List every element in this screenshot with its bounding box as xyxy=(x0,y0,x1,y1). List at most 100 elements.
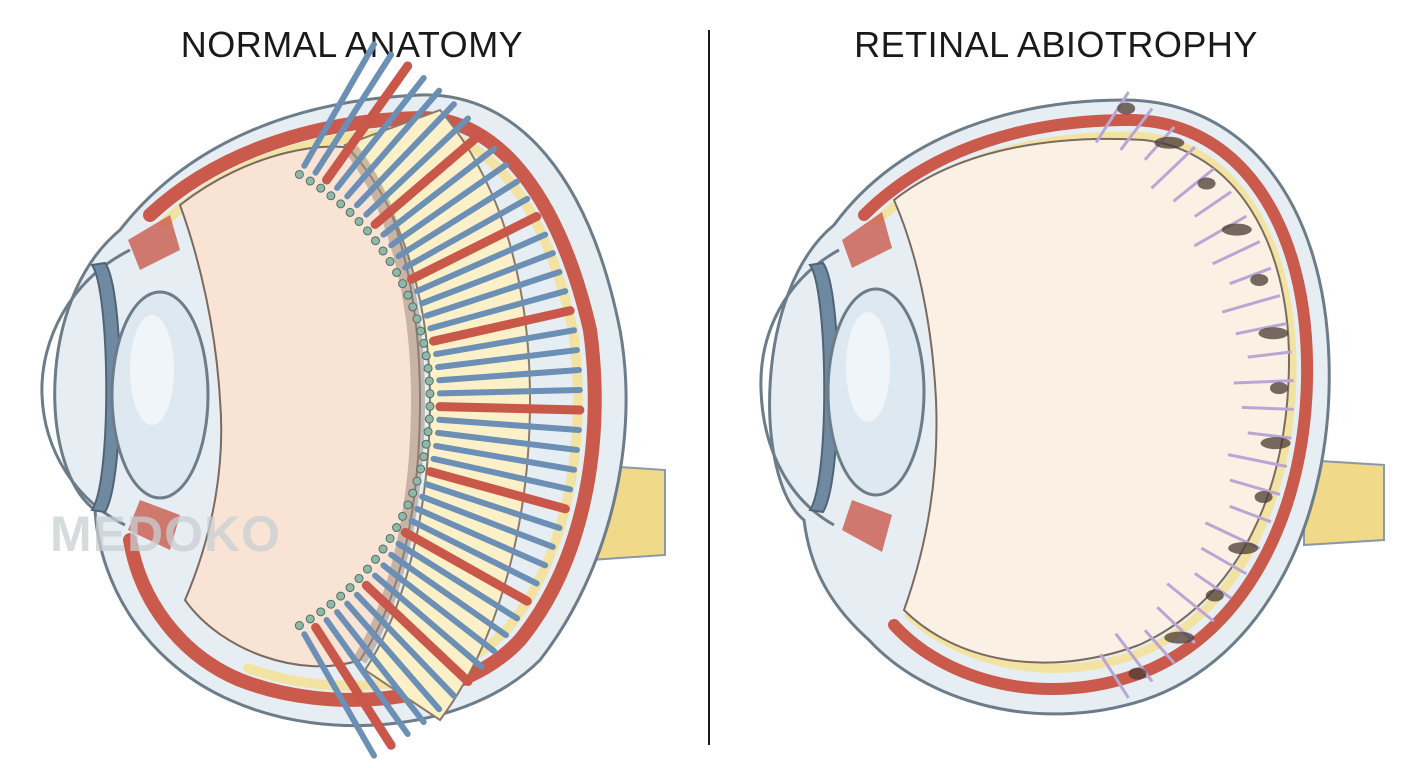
rod-cell xyxy=(427,288,569,332)
degenerate-cell xyxy=(1212,240,1261,266)
panel-normal-anatomy: NORMAL ANATOMY MEDOKO xyxy=(40,24,666,759)
cell-nucleus xyxy=(316,607,326,617)
degenerate-cell xyxy=(1150,145,1196,190)
cone-cell xyxy=(400,527,532,606)
degenerate-cell xyxy=(1094,91,1130,144)
cell-nucleus xyxy=(424,414,434,424)
cell-nucleus xyxy=(398,511,408,521)
rod-cell xyxy=(380,562,498,655)
panel-divider xyxy=(708,30,710,745)
cornea xyxy=(40,248,131,527)
degenerate-cell xyxy=(1099,653,1130,699)
pigment-clump xyxy=(1250,273,1269,286)
cell-nucleus xyxy=(423,427,433,437)
cell-nucleus xyxy=(398,279,408,289)
cell-nucleus xyxy=(416,326,426,336)
pigment-clump xyxy=(1197,177,1216,190)
degenerate-cell xyxy=(1247,431,1292,440)
rod-cell xyxy=(414,231,549,295)
cell-nucleus xyxy=(326,191,336,201)
panel-retinal-abiotrophy: RETINAL ABIOTROPHY xyxy=(704,0,1408,768)
iris xyxy=(808,261,839,514)
rod-cell xyxy=(388,551,509,639)
rod-cell xyxy=(419,493,556,550)
rod-cell xyxy=(372,572,485,670)
cell-nucleus xyxy=(354,574,364,584)
rod-cell xyxy=(334,609,427,726)
cell-nucleus xyxy=(412,476,422,486)
degenerate-cell xyxy=(1200,546,1248,576)
rod-cell xyxy=(434,347,580,371)
rod-cell xyxy=(353,101,457,209)
cell-nucleus xyxy=(371,236,381,246)
cell-nucleus xyxy=(392,523,402,533)
degenerate-cell xyxy=(1227,453,1288,468)
cone-cell xyxy=(361,580,473,687)
cone-cell xyxy=(322,61,413,185)
cell-nucleus xyxy=(294,169,304,179)
cornea xyxy=(759,248,840,527)
cell-nucleus xyxy=(416,464,426,474)
cell-nucleus xyxy=(378,246,388,256)
rod-cell xyxy=(353,591,457,699)
cell-nucleus xyxy=(408,302,418,312)
rod-cell xyxy=(312,51,395,176)
pigment-clump xyxy=(1128,667,1147,680)
abiotrophy-eye-illustration xyxy=(759,91,1385,716)
rod-cell xyxy=(395,540,521,622)
degenerate-cell xyxy=(1229,504,1272,524)
cone-cell xyxy=(311,622,396,750)
cell-nucleus xyxy=(419,338,429,348)
rod-cell xyxy=(434,429,580,453)
cell-nucleus xyxy=(385,533,395,543)
cell-nucleus xyxy=(412,314,422,324)
cell-nucleus xyxy=(362,564,372,574)
cell-nucleus xyxy=(403,290,413,300)
degenerate-cell xyxy=(1119,107,1154,151)
iris xyxy=(90,261,121,514)
rod-cell xyxy=(344,600,443,713)
pigment-clump xyxy=(1221,223,1252,236)
rod-cell xyxy=(423,481,563,531)
rod-cell xyxy=(408,517,540,587)
pigment-clump xyxy=(1269,382,1288,395)
panel-title-abiotrophy: RETINAL ABIOTROPHY xyxy=(854,24,1258,65)
rod-cell xyxy=(414,505,549,569)
cell-nucleus xyxy=(419,452,429,462)
cone-cell xyxy=(429,306,575,346)
degenerate-cell xyxy=(1172,167,1215,203)
cell-nucleus xyxy=(421,351,431,361)
rod-cell xyxy=(436,386,583,397)
cell-nucleus xyxy=(425,389,435,399)
cell-nucleus xyxy=(371,554,381,564)
pigment-clump xyxy=(1260,437,1291,450)
pigment-clump xyxy=(1228,542,1259,555)
rod-cell xyxy=(334,74,427,191)
degenerate-cell xyxy=(1221,294,1281,314)
degenerate-cell xyxy=(1247,350,1292,359)
cone-cell xyxy=(406,212,542,284)
pigment-clumps xyxy=(1117,102,1291,680)
pigment-clump xyxy=(1164,631,1195,644)
degenerate-cell xyxy=(1233,379,1294,385)
pigment-clump xyxy=(1117,102,1136,115)
rod-cell xyxy=(301,41,378,169)
degenerate-cell xyxy=(1193,214,1248,248)
cell-nucleus xyxy=(336,591,346,601)
cell-nucleus xyxy=(305,176,315,186)
cell-nucleus xyxy=(392,267,402,277)
cell-nucleus xyxy=(425,401,435,411)
rod-cell xyxy=(388,161,509,249)
cell-nucleus xyxy=(421,439,431,449)
cell-nucleus xyxy=(294,621,304,631)
cell-nucleus xyxy=(354,216,364,226)
cell-nucleus xyxy=(362,226,372,236)
rod-cell xyxy=(433,327,578,358)
rod-cell xyxy=(430,455,574,493)
cell-nucleus xyxy=(336,199,346,209)
pigment-clump xyxy=(1154,136,1185,149)
rod-cell xyxy=(344,87,443,200)
panel-title-normal: NORMAL ANATOMY xyxy=(180,24,524,65)
degenerated-photoreceptors xyxy=(1094,91,1294,699)
cell-nucleus xyxy=(345,207,355,217)
